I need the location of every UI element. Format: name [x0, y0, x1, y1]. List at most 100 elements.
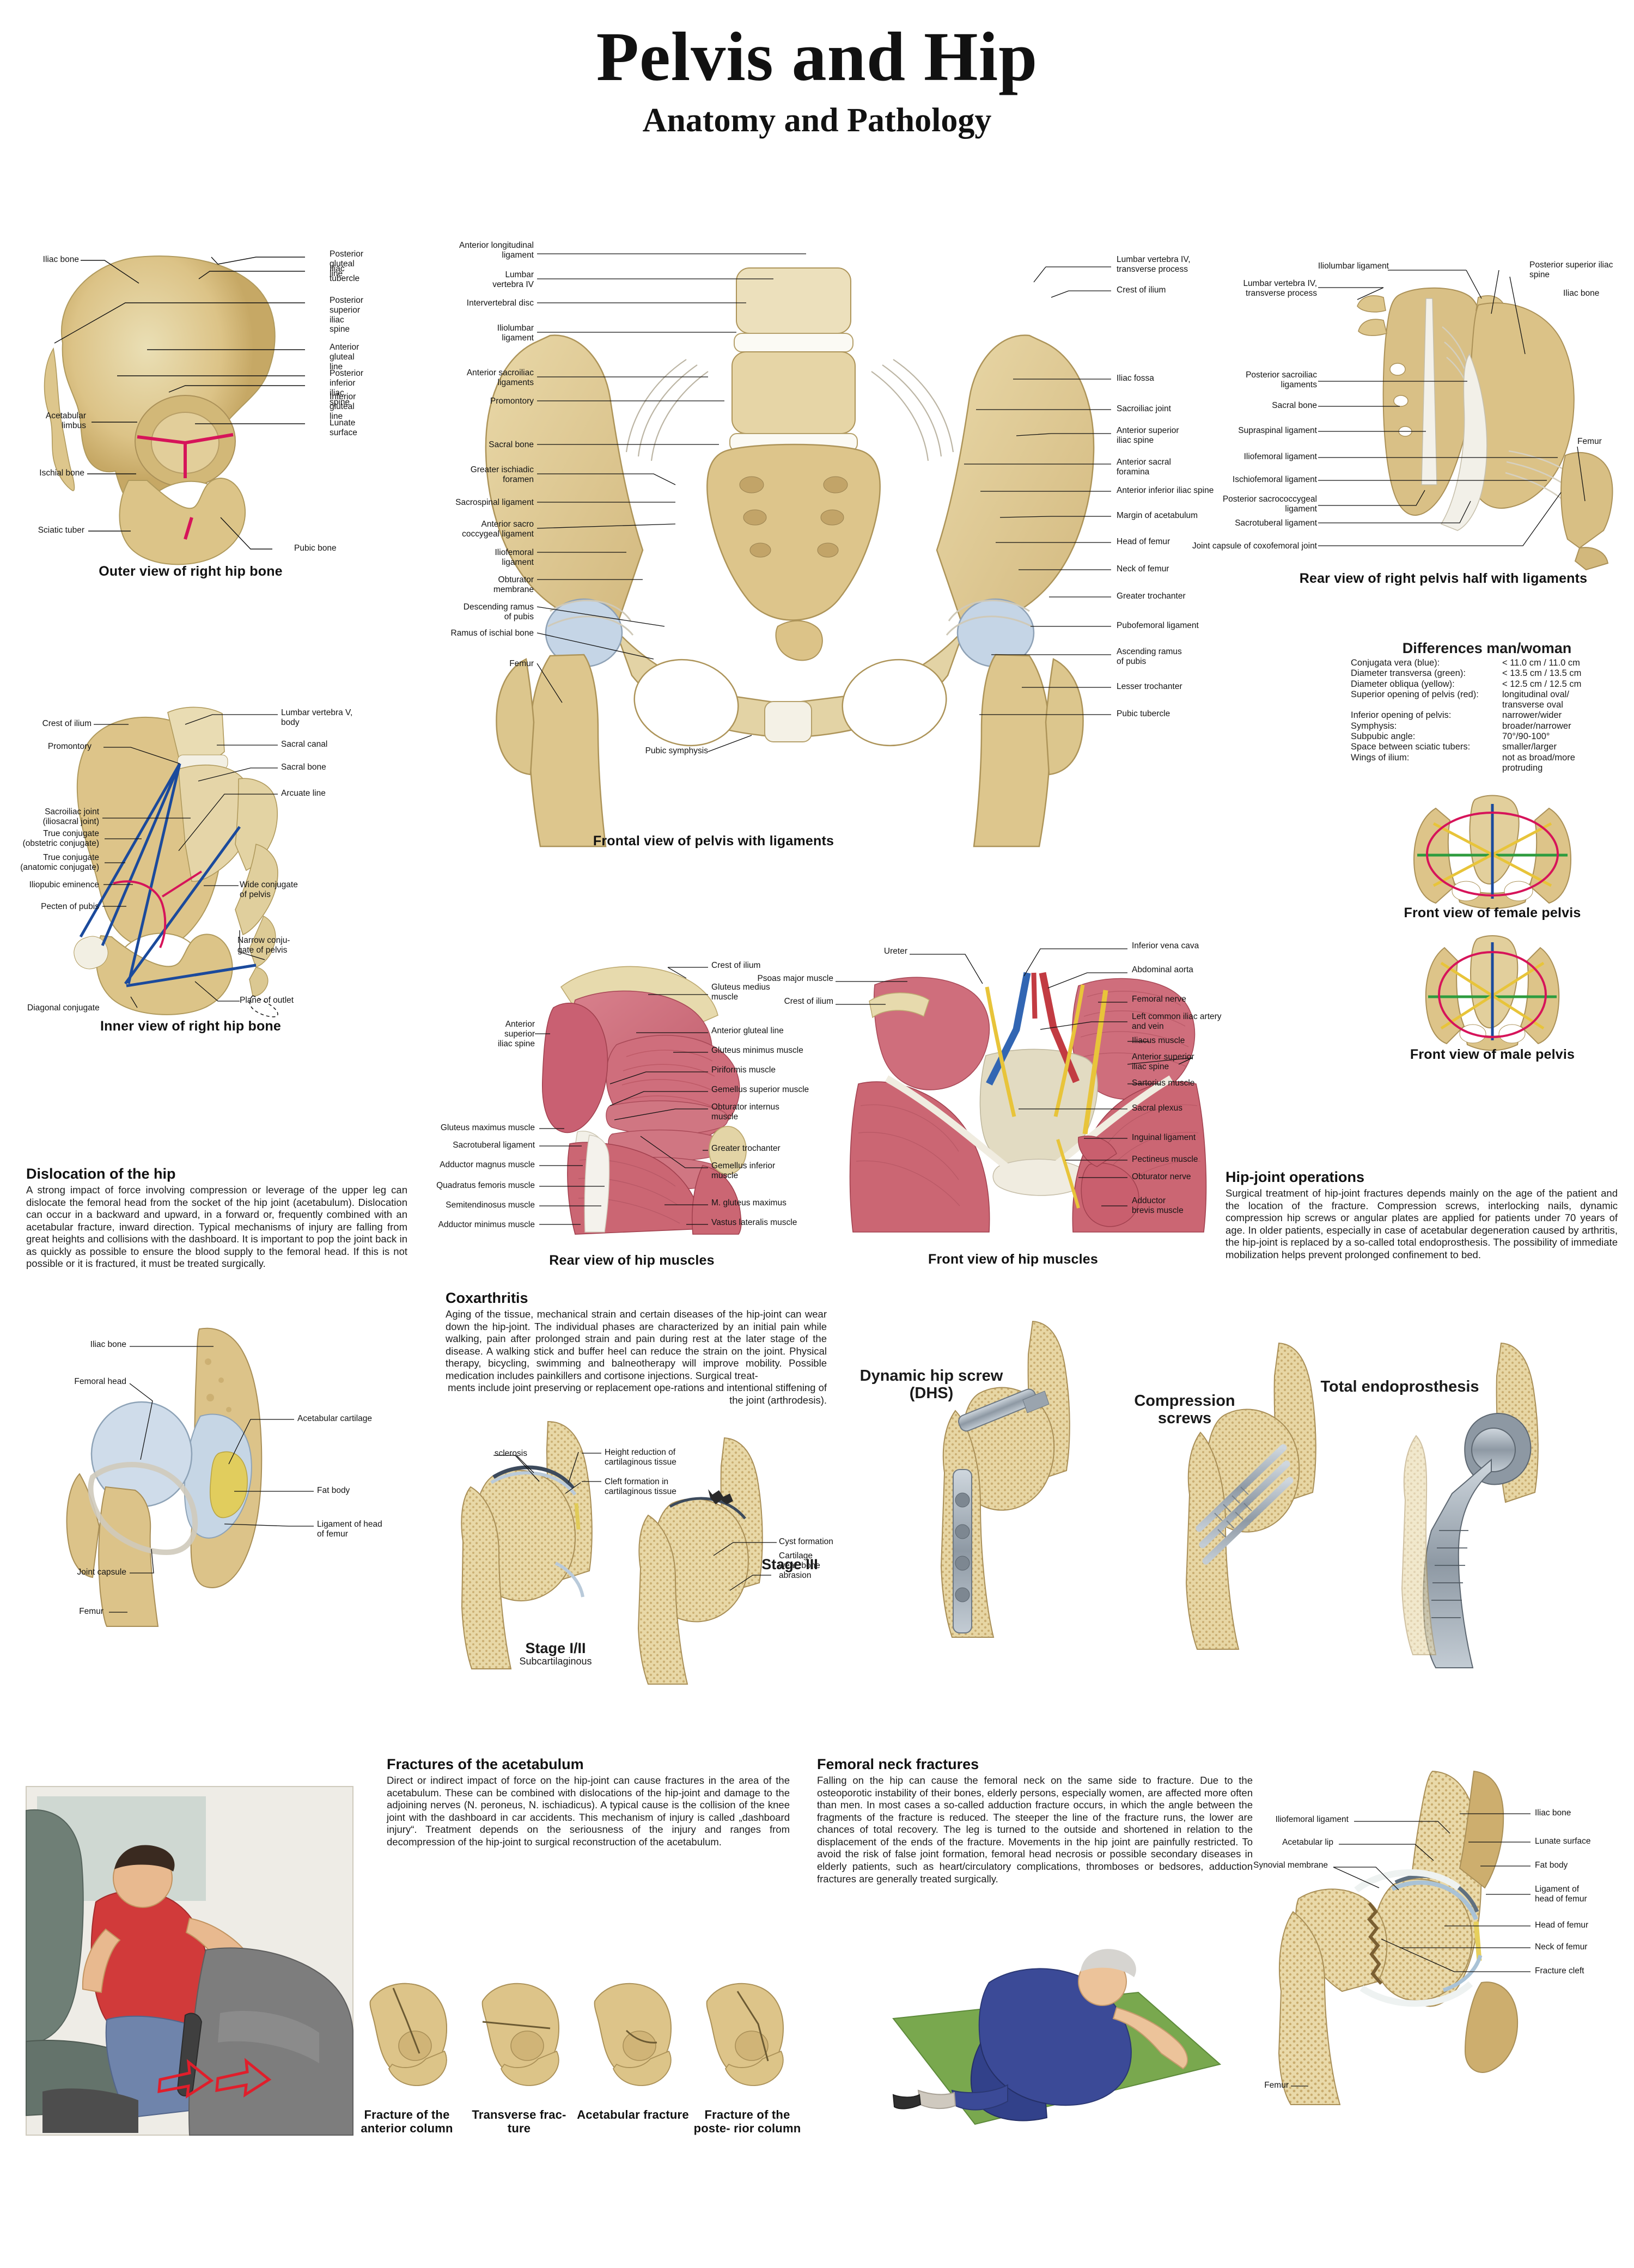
label-anterior-superior-iliac-spine: Anterior superior iliac spine — [1117, 426, 1179, 445]
panel-inner-hip-bone: Crest of ilium Promontory Sacroiliac joi… — [20, 681, 359, 1040]
coxarthritis-body: Aging of the tissue, mechanical strain a… — [446, 1308, 827, 1381]
label-pubic-tubercle: Pubic tubercle — [1117, 709, 1170, 718]
diff-key — [1351, 700, 1502, 710]
caption-rear-pelvis: Rear view of right pelvis half with liga… — [1299, 571, 1588, 586]
label-lunate-surface: Lunate surface — [1535, 1837, 1591, 1846]
label-pectineus-muscle: Pectineus muscle — [1132, 1155, 1198, 1164]
diff-key: Inferior opening of pelvis: — [1351, 710, 1452, 721]
label-iliopubic-eminence: Iliopubic eminence — [29, 880, 99, 889]
label-ligament-of-head-of-femur: Ligament of head of femur — [1535, 1885, 1587, 1904]
table-row: transverse oval — [1351, 700, 1623, 710]
text-block-femoral-neck-fractures: Femoral neck fractures Falling on the hi… — [817, 1756, 1253, 1885]
label-sartorius-muscle: Sartorius muscle — [1132, 1078, 1195, 1088]
differences-title: Differences man/woman — [1402, 640, 1572, 656]
total-endoprosthesis-heading: Total endoprosthesis — [1320, 1378, 1479, 1395]
label-femoral-head: Femoral head — [74, 1377, 126, 1386]
panel-dislocation-diagram: Iliac bone Femoral head Joint capsule Fe… — [66, 1324, 441, 1629]
panel-male-pelvis: Front view of male pelvis — [1383, 931, 1601, 1068]
label-iliofemoral-ligament: Iliofemoral ligament — [1243, 452, 1317, 461]
label-crest-of-ilium: Crest of ilium — [784, 997, 833, 1006]
label-obturator-nerve: Obturator nerve — [1132, 1172, 1191, 1181]
table-row: Wings of ilium:not as broad/more — [1351, 753, 1623, 763]
diff-key: Space between sciatic tubers: — [1351, 742, 1471, 752]
label-joint-capsule: Joint capsule — [77, 1568, 126, 1577]
dislocation-body: A strong impact of force involving compr… — [26, 1184, 407, 1270]
diff-value: < 12.5 cm / 12.5 cm — [1502, 679, 1582, 689]
diff-key — [1351, 763, 1502, 773]
label-ligament-of-head-of-femur: Ligament of head of femur — [317, 1520, 382, 1539]
label-pecten-of-pubis: Pecten of pubis — [41, 902, 99, 911]
label-adductor-magnus-muscle: Adductor magnus muscle — [440, 1160, 535, 1169]
panel-female-pelvis: Front view of female pelvis — [1383, 790, 1601, 926]
text-block-coxarthritis: Coxarthritis Aging of the tissue, mechan… — [446, 1290, 827, 1407]
panel-rear-muscles: Crest of ilium Gluteus medius muscle Ant… — [436, 926, 817, 1275]
label-anterior-superior-iliac-spine: Anterior superior iliac spine — [1132, 1052, 1194, 1071]
label-obturator-membrane: Obturator membrane — [493, 575, 534, 594]
dislocation-illustration — [66, 1327, 314, 1627]
frontal-pelvis-illustration — [485, 253, 1111, 848]
diff-value: narrower/wider — [1502, 710, 1562, 721]
label-acetabular-lip: Acetabular lip — [1282, 1838, 1333, 1847]
label-femur: Femur — [1577, 437, 1602, 446]
label-iliofemoral-ligament: Iliofemoral ligament — [1275, 1815, 1349, 1824]
label-true-conjugate-anatomic: True conjugate (anatomic conjugate) — [20, 853, 99, 872]
label-lesser-trochanter: Lesser trochanter — [1117, 682, 1182, 691]
label-pubofemoral-ligament: Pubofemoral ligament — [1117, 621, 1199, 630]
table-row: Subpubic angle:70°/90-100° — [1351, 731, 1623, 742]
label-femur: Femur — [79, 1607, 103, 1616]
label-sacral-plexus: Sacral plexus — [1132, 1103, 1183, 1113]
panel-coxarthritis-diagram: sclerosis Height reduction of cartilagin… — [452, 1420, 833, 1688]
page-title: Pelvis and Hip — [596, 18, 1038, 95]
label-cleft-formation-cartilage: Cleft formation in cartilaginous tissue — [605, 1477, 676, 1496]
label-femoral-nerve: Femoral nerve — [1132, 995, 1186, 1004]
label-quadratus-femoris-muscle: Quadratus femoris muscle — [436, 1181, 535, 1190]
label-acetabular-cartilage: Acetabular cartilage — [297, 1414, 372, 1423]
label-gemellus-superior-muscle: Gemellus superior muscle — [711, 1085, 809, 1094]
label-piriformis-muscle: Piriformis muscle — [711, 1065, 776, 1075]
label-sacrotuberal-ligament: Sacrotuberal ligament — [453, 1141, 535, 1150]
label-iliac-bone: Iliac bone — [42, 255, 79, 264]
label-pubic-symphysis: Pubic symphysis — [645, 746, 708, 755]
label-gluteus-minimus-muscle: Gluteus minimus muscle — [711, 1046, 803, 1055]
dislocation-title: Dislocation of the hip — [26, 1166, 176, 1182]
label-ramus-of-ischial-bone: Ramus of ischial bone — [450, 629, 534, 638]
male-pelvis-illustration — [1425, 935, 1560, 1051]
panel-hip-operations: Dynamic hip screw (DHS) Compression scre… — [850, 1307, 1623, 1688]
label-anterior-longitudinal-ligament: Anterior longitudinal ligament — [459, 241, 534, 260]
label-descending-ramus-of-pubis: Descending ramus of pubis — [463, 602, 534, 621]
label-neck-of-femur: Neck of femur — [1117, 564, 1169, 574]
label-fat-body: Fat body — [1535, 1861, 1568, 1870]
label-neck-of-femur: Neck of femur — [1535, 1942, 1588, 1952]
caption-fracture-posterior-column: Fracture of the poste- rior column — [693, 2108, 801, 2136]
femoral-neck-fractures-title: Femoral neck fractures — [817, 1756, 979, 1772]
hip-joint-operations-body: Surgical treatment of hip-joint fracture… — [1226, 1187, 1618, 1260]
caption-rear-muscles: Rear view of hip muscles — [549, 1253, 715, 1268]
stage-3-heading: Stage III — [761, 1556, 818, 1572]
label-sacral-bone: Sacral bone — [1272, 401, 1317, 410]
femoral-neck-fractures-body: Falling on the hip can cause the femoral… — [817, 1775, 1253, 1885]
label-ischial-bone: Ischial bone — [39, 468, 84, 478]
label-cartilage-wear-bone-abrasion: Cartilage wear, bone abrasion — [779, 1551, 820, 1580]
label-fat-body: Fat body — [317, 1486, 350, 1495]
label-posterior-gluteal-line: Posterior gluteal line — [330, 249, 364, 278]
label-anterior-sacroiliac-ligaments: Anterior sacroiliac ligaments — [466, 368, 534, 387]
label-posterior-superior-iliac-spine: Posterior superior iliac spine — [1529, 260, 1613, 279]
label-sacrospinal-ligament: Sacrospinal ligament — [455, 498, 534, 507]
panel-rear-pelvis: Iliolumbar ligament Posterior superior i… — [1192, 245, 1634, 599]
label-adductor-minimus-muscle: Adductor minimus muscle — [438, 1220, 535, 1229]
label-iliac-bone: Iliac bone — [90, 1340, 126, 1349]
diff-key: Diameter transversa (green): — [1351, 668, 1466, 679]
femoral-neck-fracture-illustration — [1278, 1770, 1531, 2105]
diff-key: Conjugata vera (blue): — [1351, 658, 1440, 668]
diff-key: Wings of ilium: — [1351, 752, 1410, 763]
label-posterior-sacrococcygeal-ligament: Posterior sacrococcygeal ligament — [1222, 495, 1317, 514]
label-iliofemoral-ligament: Iliofemoral ligament — [495, 548, 534, 567]
text-block-dislocation: Dislocation of the hip A strong impact o… — [26, 1166, 407, 1270]
table-row: Diameter obliqua (yellow):< 12.5 cm / 12… — [1351, 679, 1623, 690]
front-muscles-illustration — [836, 948, 1207, 1233]
hip-joint-operations-title: Hip-joint operations — [1226, 1169, 1364, 1185]
label-obturator-internus-muscle: Obturator internus muscle — [711, 1102, 779, 1121]
label-ureter: Ureter — [883, 947, 907, 956]
label-sclerosis: sclerosis — [494, 1449, 527, 1458]
